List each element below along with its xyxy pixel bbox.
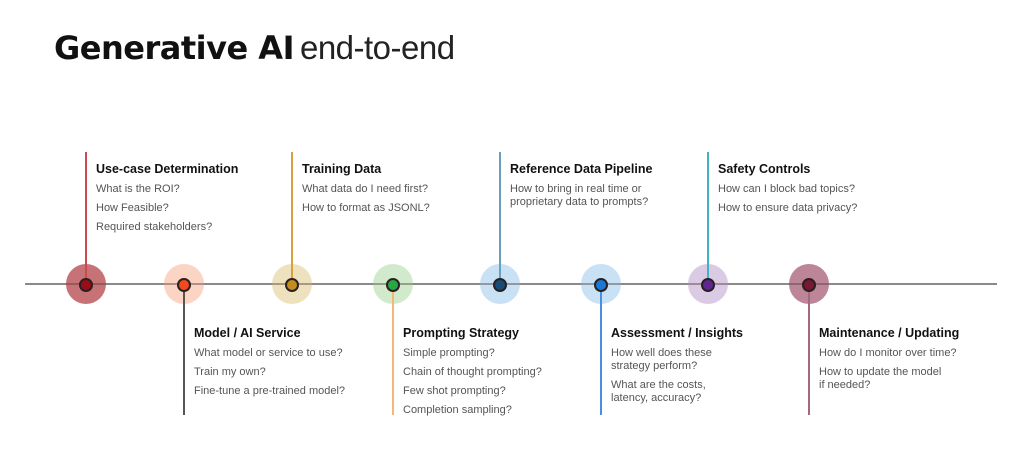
stage-connector-line [808, 284, 810, 304]
stage-connector-line [808, 284, 810, 415]
stage-question: Completion sampling? [403, 404, 512, 416]
stage-heading: Reference Data Pipeline [510, 162, 653, 176]
stage-question: Simple prompting? [403, 347, 495, 359]
stage-marker-dot [386, 278, 400, 292]
stage-question: How to ensure data privacy? [718, 202, 858, 214]
stage-connector-line [183, 284, 185, 415]
stage-question: Fine-tune a pre-trained model? [194, 385, 346, 397]
stage-question: How to update the model if needed? [819, 366, 942, 391]
stage-question: What is the ROI? [96, 183, 180, 195]
stage-question: Required stakeholders? [96, 221, 213, 233]
stage-marker-dot [79, 278, 93, 292]
stage-marker-dot [493, 278, 507, 292]
stage-connector-line [600, 284, 602, 415]
title-bold: Generative AI [54, 29, 294, 67]
stage-question: Chain of thought prompting? [403, 366, 542, 378]
stage-connector-line [392, 284, 394, 304]
stage-connector-line [600, 284, 602, 304]
stage-question: How well does these strategy perform? [611, 347, 712, 372]
stage-marker-dot [594, 278, 608, 292]
stage-question: How Feasible? [96, 202, 169, 214]
stage-connector-line [392, 284, 394, 415]
title-light: end-to-end [299, 29, 455, 66]
stage-heading: Training Data [302, 162, 382, 176]
stage-question: What data do I need first? [302, 183, 428, 195]
stage-connector-line [499, 264, 501, 284]
stage-question: How to bring in real time or proprietary… [510, 183, 649, 208]
stage-connector-line [183, 284, 185, 304]
stage-heading: Prompting Strategy [403, 326, 519, 340]
stage-heading: Use-case Determination [96, 162, 239, 176]
stage-marker-dot [285, 278, 299, 292]
stage-marker-dot [701, 278, 715, 292]
stage-connector-line [707, 264, 709, 284]
stage-connector-line [291, 152, 293, 284]
stage-question: What model or service to use? [194, 347, 343, 359]
stage-heading: Maintenance / Updating [819, 326, 960, 340]
stage-heading: Assessment / Insights [611, 326, 743, 340]
stage-connector-line [85, 152, 87, 284]
stage-question: How do I monitor over time? [819, 347, 957, 359]
stage-question: How can I block bad topics? [718, 183, 855, 195]
stage-marker-dot [802, 278, 816, 292]
stage-connector-line [499, 152, 501, 284]
stage-connector-line [85, 264, 87, 284]
stage-heading: Model / AI Service [194, 326, 301, 340]
stage-question: What are the costs, latency, accuracy? [611, 379, 706, 404]
stage-question: Train my own? [194, 366, 266, 378]
stage-heading: Safety Controls [718, 162, 811, 176]
stage-question: How to format as JSONL? [302, 202, 430, 214]
stage-question: Few shot prompting? [403, 385, 506, 397]
stage-connector-line [707, 152, 709, 284]
stage-connector-line [291, 264, 293, 284]
stage-marker-dot [177, 278, 191, 292]
